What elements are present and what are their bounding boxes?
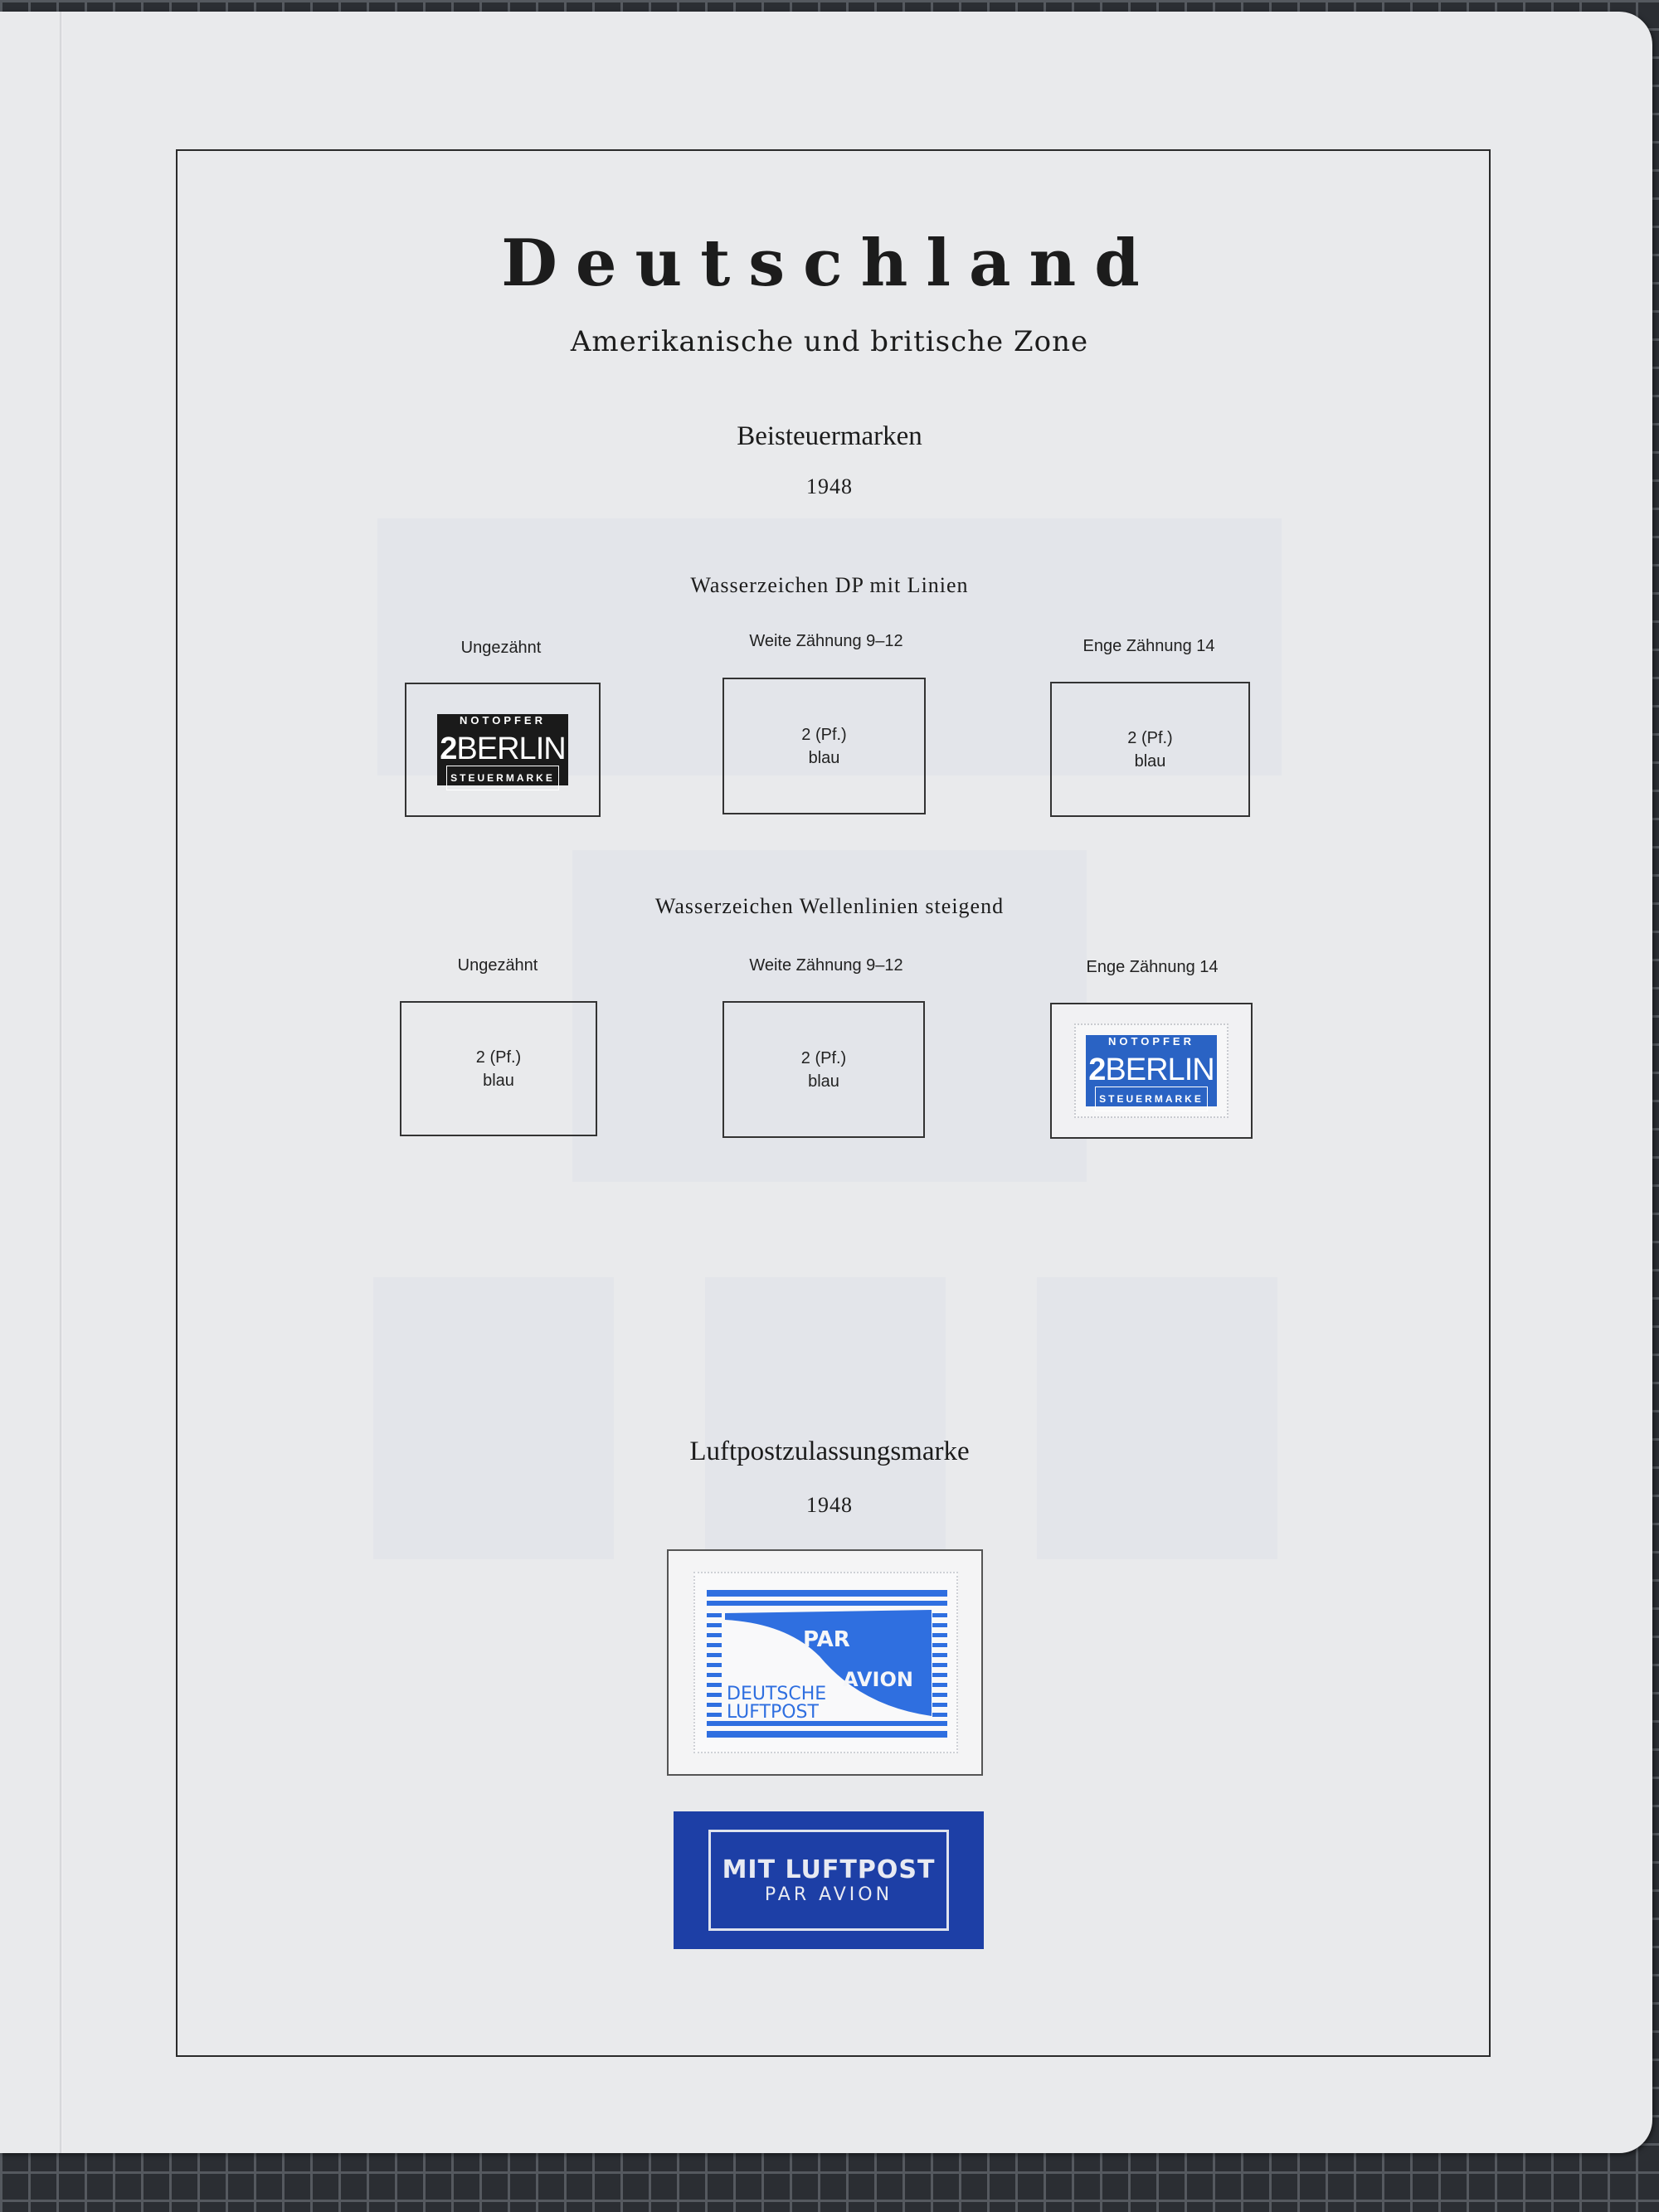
section-year: 1948 [806, 474, 853, 498]
notopfer-stamp-black: NOTOPFER 2BERLIN STEUERMARKE [437, 714, 568, 790]
slot-value: 2 (Pf.) [1127, 728, 1173, 747]
stamp-text: LUFTPOST [727, 1702, 820, 1723]
stamp-value: 2 [440, 732, 457, 766]
slot-label: Ungezähnt [457, 956, 538, 975]
slot-color: blau [808, 748, 840, 767]
show-through [1037, 1277, 1277, 1559]
stamp-text: BERLIN [1105, 1053, 1214, 1087]
page-frame [176, 149, 1491, 2057]
slot-value: 2 (Pf.) [475, 1048, 522, 1067]
stamp-text: NOTOPFER [1108, 1035, 1194, 1048]
stamp-text: STEUERMARKE [1095, 1087, 1208, 1111]
slot-color: blau [808, 1072, 839, 1091]
slot-value: 2 (Pf.) [800, 1048, 847, 1067]
airmail-stamp-design: PAR AVION DEUTSCHE LUFTPOST [707, 1590, 947, 1738]
show-through [373, 1277, 614, 1559]
stamp-value: 2 [1088, 1053, 1106, 1087]
label-text: MIT LUFTPOST [722, 1855, 936, 1884]
page-subtitle: Amerikanische und britische Zone [570, 325, 1089, 358]
stamp-text: PAR [803, 1627, 850, 1652]
show-through [572, 850, 1087, 1182]
stamp-perforation: NOTOPFER 2BERLIN STEUERMARKE [1074, 1023, 1228, 1118]
section-title: Beisteuermarken [737, 421, 922, 451]
notopfer-stamp-blue: NOTOPFER 2BERLIN STEUERMARKE [1086, 1035, 1217, 1111]
slot-label: Enge Zähnung 14 [1086, 958, 1219, 976]
stamp-slot: NOTOPFER 2BERLIN STEUERMARKE [405, 683, 601, 817]
group-heading: Wasserzeichen Wellenlinien steigend [654, 894, 1005, 918]
stamp-slot: NOTOPFER 2BERLIN STEUERMARKE [1050, 1003, 1253, 1139]
slot-label: Weite Zähnung 9–12 [749, 632, 903, 650]
slot-label: Enge Zähnung 14 [1082, 637, 1215, 655]
show-through [705, 1277, 946, 1559]
slot-label: Ungezähnt [460, 639, 542, 657]
stamp-slot: PAR AVION DEUTSCHE LUFTPOST [667, 1549, 983, 1776]
stamp-text: AVION [843, 1668, 913, 1691]
section-year: 1948 [806, 1493, 853, 1517]
slot-color: blau [1134, 751, 1166, 771]
page-crease [60, 12, 63, 2153]
airmail-stamp: PAR AVION DEUTSCHE LUFTPOST [693, 1572, 958, 1753]
stamp-text: STEUERMARKE [446, 766, 559, 790]
stamp-text: DEUTSCHE [727, 1684, 826, 1704]
slot-value: 2 (Pf.) [801, 725, 847, 744]
stamp-slot: 2 (Pf.) blau [1050, 682, 1250, 817]
airmail-label: MIT LUFTPOST PAR AVION [674, 1811, 984, 1949]
stamp-slot: 2 (Pf.) blau [400, 1001, 597, 1136]
slot-label: Weite Zähnung 9–12 [749, 956, 903, 975]
label-text: PAR AVION [764, 1884, 893, 1905]
stamp-text: NOTOPFER [460, 714, 546, 727]
stamp-text: BERLIN [456, 732, 566, 766]
stamp-slot: 2 (Pf.) blau [722, 678, 926, 814]
page-title: Deutschland [501, 226, 1158, 301]
slot-color: blau [483, 1071, 514, 1090]
stamp-slot: 2 (Pf.) blau [722, 1001, 925, 1138]
group-heading: Wasserzeichen DP mit Linien [690, 573, 969, 597]
section-title: Luftpostzulassungsmarke [689, 1437, 970, 1466]
